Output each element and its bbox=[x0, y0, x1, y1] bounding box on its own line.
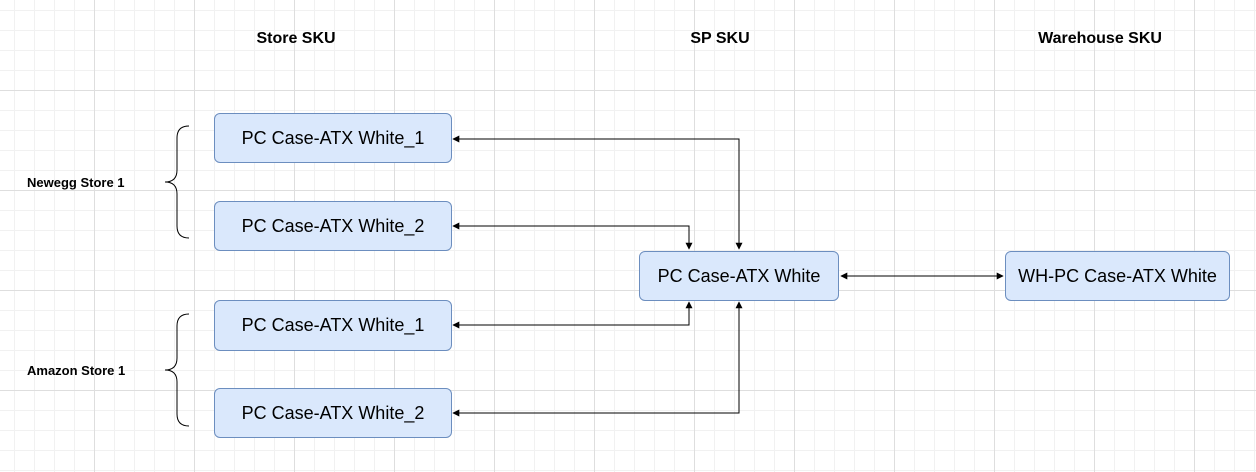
node-newegg-store-sku-1[interactable]: PC Case-ATX White_1 bbox=[214, 113, 452, 163]
column-header-warehouse-sku: Warehouse SKU bbox=[1038, 30, 1162, 47]
column-header-store-sku: Store SKU bbox=[256, 30, 336, 47]
curly-brace-newegg bbox=[164, 125, 190, 239]
edge-amazon-sku-1-to-sp-sku bbox=[452, 301, 693, 329]
group-label-amazon-store: Amazon Store 1 bbox=[27, 363, 126, 378]
curly-brace-amazon bbox=[164, 313, 190, 427]
edge-amazon-sku-2-to-sp-sku bbox=[452, 301, 743, 417]
edge-newegg-sku-1-to-sp-sku bbox=[452, 135, 743, 250]
node-newegg-store-sku-2[interactable]: PC Case-ATX White_2 bbox=[214, 201, 452, 251]
node-warehouse-sku[interactable]: WH-PC Case-ATX White bbox=[1005, 251, 1230, 301]
node-sp-sku[interactable]: PC Case-ATX White bbox=[639, 251, 839, 301]
node-amazon-store-sku-2[interactable]: PC Case-ATX White_2 bbox=[214, 388, 452, 438]
edge-newegg-sku-2-to-sp-sku bbox=[452, 222, 693, 250]
group-label-newegg-store: Newegg Store 1 bbox=[27, 175, 125, 190]
column-header-sp-sku: SP SKU bbox=[690, 30, 750, 47]
node-amazon-store-sku-1[interactable]: PC Case-ATX White_1 bbox=[214, 300, 452, 351]
